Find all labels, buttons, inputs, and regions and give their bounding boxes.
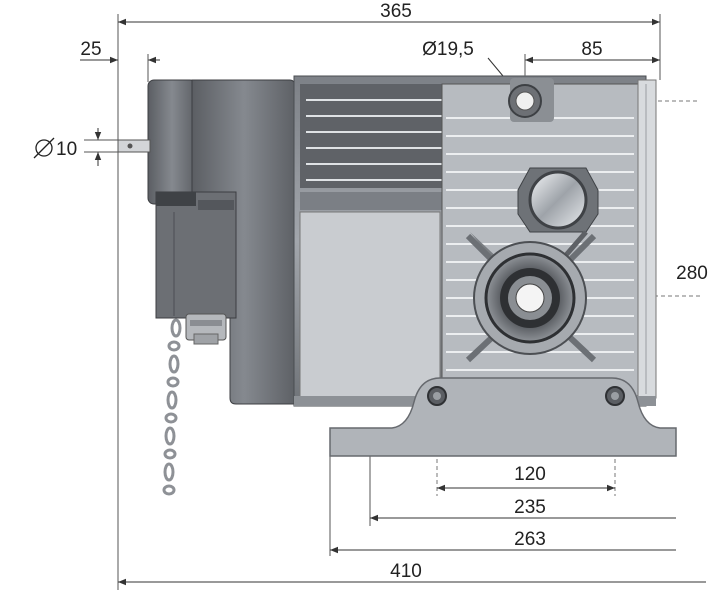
mounting-foot bbox=[329, 377, 677, 457]
dim-120: 120 bbox=[514, 464, 546, 485]
dim-280: 280 bbox=[676, 263, 708, 284]
side-panel bbox=[299, 211, 441, 399]
bore-hole bbox=[515, 283, 545, 313]
dim-365: 365 bbox=[380, 1, 412, 22]
brake-box bbox=[155, 191, 237, 319]
motor-body bbox=[117, 75, 657, 407]
dim-25: 25 bbox=[80, 39, 101, 60]
inspection-window bbox=[528, 170, 588, 230]
bell-housing bbox=[191, 79, 297, 405]
dim-hole-diameter: Ø19,5 bbox=[422, 39, 474, 60]
dim-235: 235 bbox=[514, 497, 546, 518]
diameter-icon bbox=[33, 137, 55, 159]
dim-410: 410 bbox=[390, 561, 422, 582]
hand-chain bbox=[162, 318, 182, 496]
gear-boss bbox=[465, 230, 597, 363]
dim-263: 263 bbox=[514, 529, 546, 550]
output-shaft bbox=[117, 139, 151, 153]
dim-shaft-diameter: 10 bbox=[56, 139, 77, 160]
rear-cap bbox=[147, 79, 197, 205]
dim-85: 85 bbox=[581, 39, 602, 60]
